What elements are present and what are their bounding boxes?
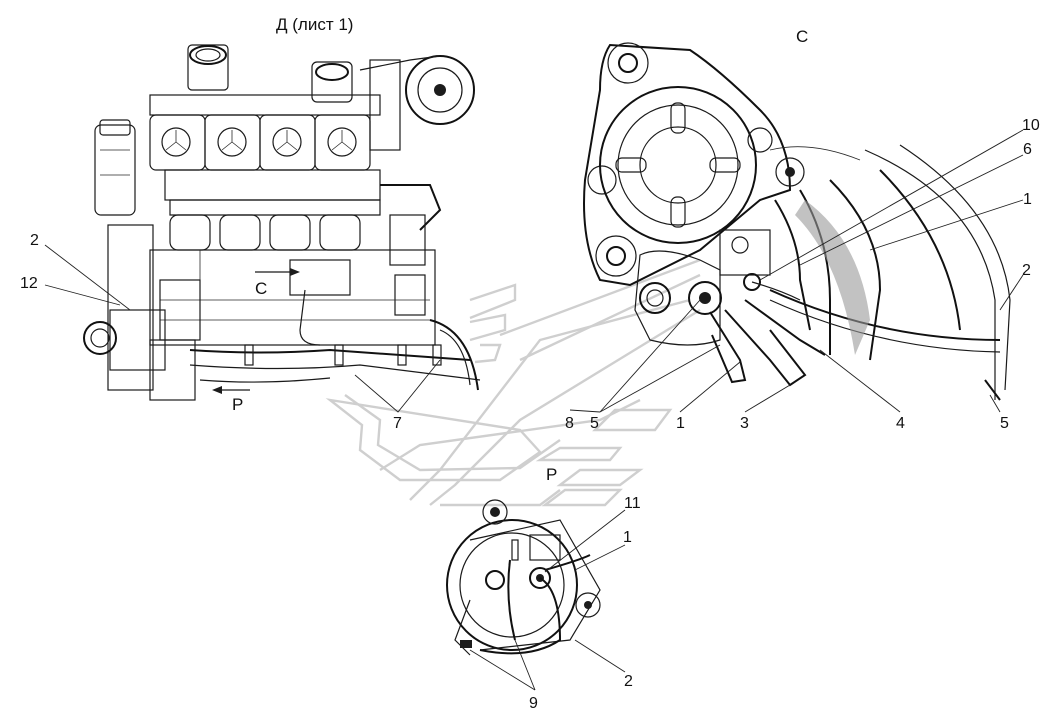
callout-10: 10 — [1022, 117, 1040, 134]
leader-lines — [44, 129, 1024, 691]
callout-3: 3 — [740, 415, 749, 432]
callout-2: 2 — [624, 673, 633, 690]
arrow-p-label: Р — [232, 395, 243, 414]
callout-2: 2 — [30, 232, 39, 249]
callout-12: 12 — [20, 275, 38, 292]
detail-c-title: С — [796, 27, 808, 46]
callout-9: 9 — [529, 695, 538, 712]
callout-5: 5 — [590, 415, 599, 432]
detail-c-callouts: 10 6 1 2 8 5 1 3 4 5 — [565, 117, 1040, 432]
callout-2: 2 — [1022, 262, 1031, 279]
arrow-c-label: С — [255, 279, 267, 298]
view-titles: Д (лист 1) С Р С Р — [232, 15, 808, 484]
callout-6: 6 — [1023, 141, 1032, 158]
valve-covers — [149, 114, 371, 171]
detail-p-alternator — [446, 499, 601, 656]
detail-c-starter — [583, 42, 1011, 401]
main-view-title: Д (лист 1) — [276, 15, 353, 34]
callout-11: 11 — [624, 495, 641, 512]
callout-1: 1 — [623, 529, 632, 546]
callout-7: 7 — [393, 415, 402, 432]
callout-4: 4 — [896, 415, 905, 432]
callout-1: 1 — [1023, 191, 1032, 208]
engine-callouts: 2 12 7 — [20, 232, 402, 432]
ghost-leader-bands — [325, 258, 701, 507]
detail-p-callouts: 11 1 2 9 — [529, 495, 641, 712]
injectors — [169, 214, 361, 251]
detail-p-title: Р — [546, 465, 557, 484]
callout-8: 8 — [565, 415, 574, 432]
engine-assembly — [83, 44, 481, 401]
callout-5: 5 — [1000, 415, 1009, 432]
callout-1: 1 — [676, 415, 685, 432]
